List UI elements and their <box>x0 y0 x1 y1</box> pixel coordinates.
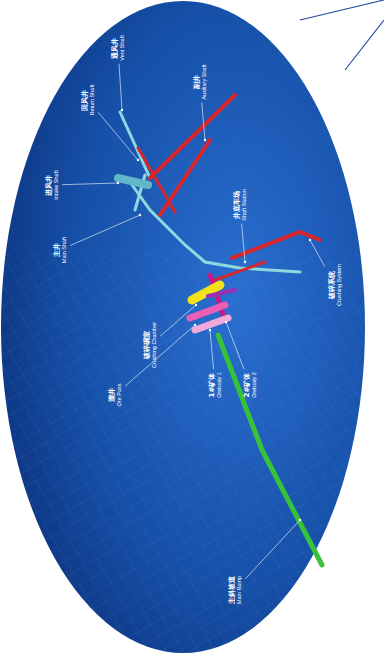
leader-dot <box>244 261 246 263</box>
red-drift <box>215 262 265 280</box>
label-text: 主斜坡道 <box>228 576 236 604</box>
leader-line <box>226 322 244 369</box>
leader-dot <box>137 159 139 161</box>
cyan-station <box>118 178 148 185</box>
label-subtext: Ore Pass <box>116 384 122 407</box>
leader-line <box>210 330 214 369</box>
pink-orebody <box>195 318 228 330</box>
callout-label: 1#矿体Orebody 1 <box>208 372 222 398</box>
pink-orebody <box>190 305 225 318</box>
label-subtext: Crushing Chamber <box>151 322 157 368</box>
label-subtext: Orebody 2 <box>251 372 257 398</box>
label-text: 破碎系统 <box>328 271 336 299</box>
label-subtext: Main Shaft <box>61 237 67 263</box>
callout-label: 主斜坡道Main Ramp <box>228 576 242 604</box>
label-subtext: Auxiliary Shaft <box>201 64 207 99</box>
leader-line <box>310 240 325 267</box>
main-ramp <box>218 335 322 565</box>
leader-line <box>98 112 138 160</box>
leader-dot <box>225 321 227 323</box>
callout-label: 副井Auxiliary Shaft <box>193 64 207 99</box>
leader-line <box>160 305 196 336</box>
leader-line <box>62 183 118 185</box>
callout-label: 破碎系统Crushing System <box>328 264 342 306</box>
red-drift <box>138 148 175 212</box>
cyan-drift <box>130 182 300 272</box>
label-subtext: Main Ramp <box>236 576 242 604</box>
callout-label: 进风井Intake Shaft <box>45 170 59 199</box>
callout-label: 破碎硐室Crushing Chamber <box>143 322 157 368</box>
callout-label: 主井Main Shaft <box>53 237 67 263</box>
leader-dot <box>121 109 123 111</box>
cyan-shaft <box>120 112 150 178</box>
leader-line <box>119 64 122 110</box>
label-subtext: Shaft Station <box>241 189 247 221</box>
callout-label: 回风井Return Shaft <box>81 85 95 116</box>
label-text: 进风井 <box>45 175 53 196</box>
leader-dot <box>204 139 206 141</box>
label-text: 回风井 <box>81 90 89 111</box>
callout-label: 井底车场Shaft Station <box>233 189 247 221</box>
violet-orebody <box>208 290 235 296</box>
leader-dot <box>194 324 196 326</box>
label-text: 井底车场 <box>233 191 241 219</box>
label-subtext: Intake Shaft <box>53 170 59 199</box>
grid-plane <box>0 250 384 655</box>
label-subtext: Vent Shaft <box>119 35 125 60</box>
leader-line <box>242 224 245 262</box>
callout-label: 溜井Ore Pass <box>108 384 122 407</box>
leader-dot <box>209 329 211 331</box>
leader-dot <box>117 182 119 184</box>
label-text: 通风井 <box>111 38 119 59</box>
label-text: 破碎硐室 <box>143 331 151 359</box>
label-text: 副井 <box>193 75 201 89</box>
callout-label: 通风井Vent Shaft <box>111 35 125 60</box>
leader-dot <box>299 519 301 521</box>
red-drift <box>232 232 320 258</box>
label-subtext: Return Shaft <box>89 85 95 116</box>
leader-line <box>245 520 300 579</box>
frame-line <box>300 0 384 20</box>
frame-line <box>345 20 384 70</box>
tunnels <box>118 95 322 565</box>
leader-dot <box>139 214 141 216</box>
leader-line <box>125 325 195 386</box>
callout-label: 2#矿体Orebody 2 <box>243 372 257 398</box>
leader-line <box>70 215 140 246</box>
leader-dot <box>195 304 197 306</box>
leader-dot <box>309 239 311 241</box>
label-text: 1#矿体 <box>208 373 216 398</box>
label-text: 溜井 <box>108 388 116 402</box>
red-drift <box>160 140 210 215</box>
leader-line <box>202 103 205 140</box>
label-subtext: Orebody 1 <box>216 372 222 398</box>
label-subtext: Crushing System <box>336 264 342 306</box>
label-text: 2#矿体 <box>243 373 251 398</box>
label-text: 主井 <box>53 243 61 257</box>
